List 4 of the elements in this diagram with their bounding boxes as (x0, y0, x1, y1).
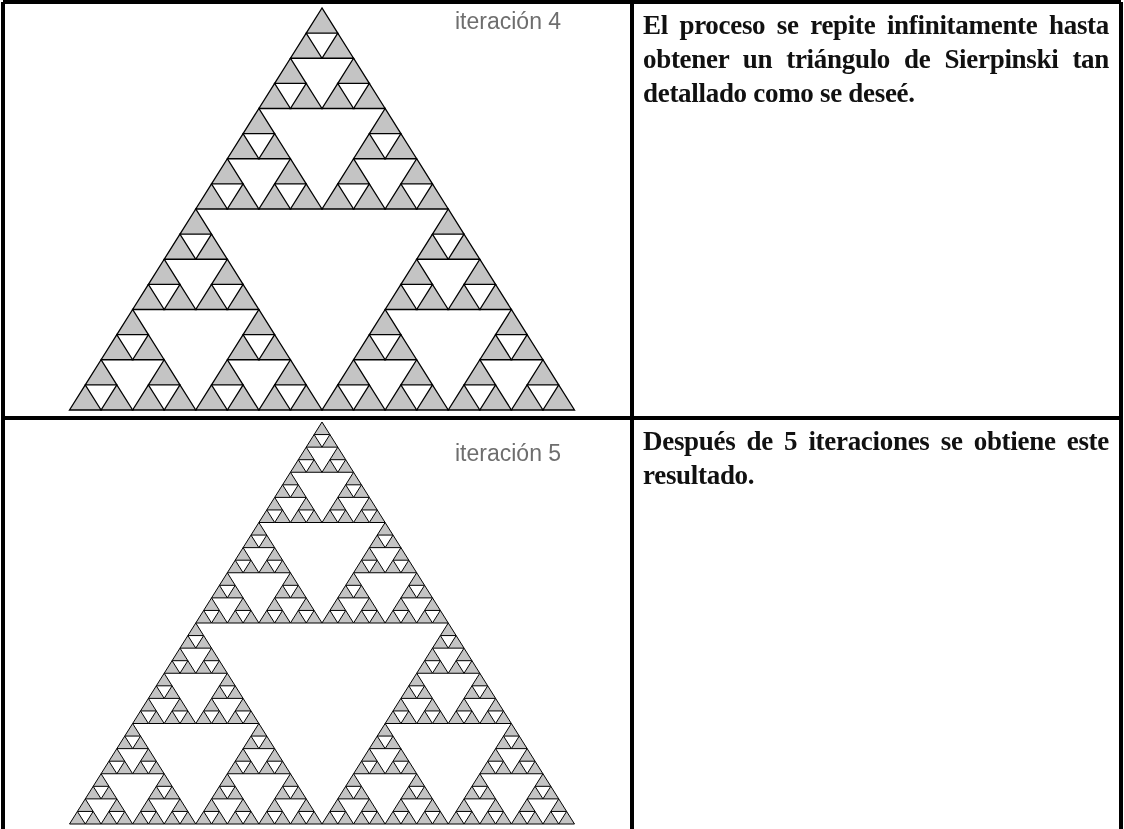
iteration-label: iteración 5 (455, 440, 562, 467)
description-text: Después de 5 iteraciones se obtiene este resultado. (643, 425, 1109, 492)
description-text: El proceso se repite infinitamente hasta obtener un triángulo de Sierpinski tan detallado como se deseé. (643, 9, 1109, 110)
iteration-label: iteración 4 (455, 8, 562, 35)
